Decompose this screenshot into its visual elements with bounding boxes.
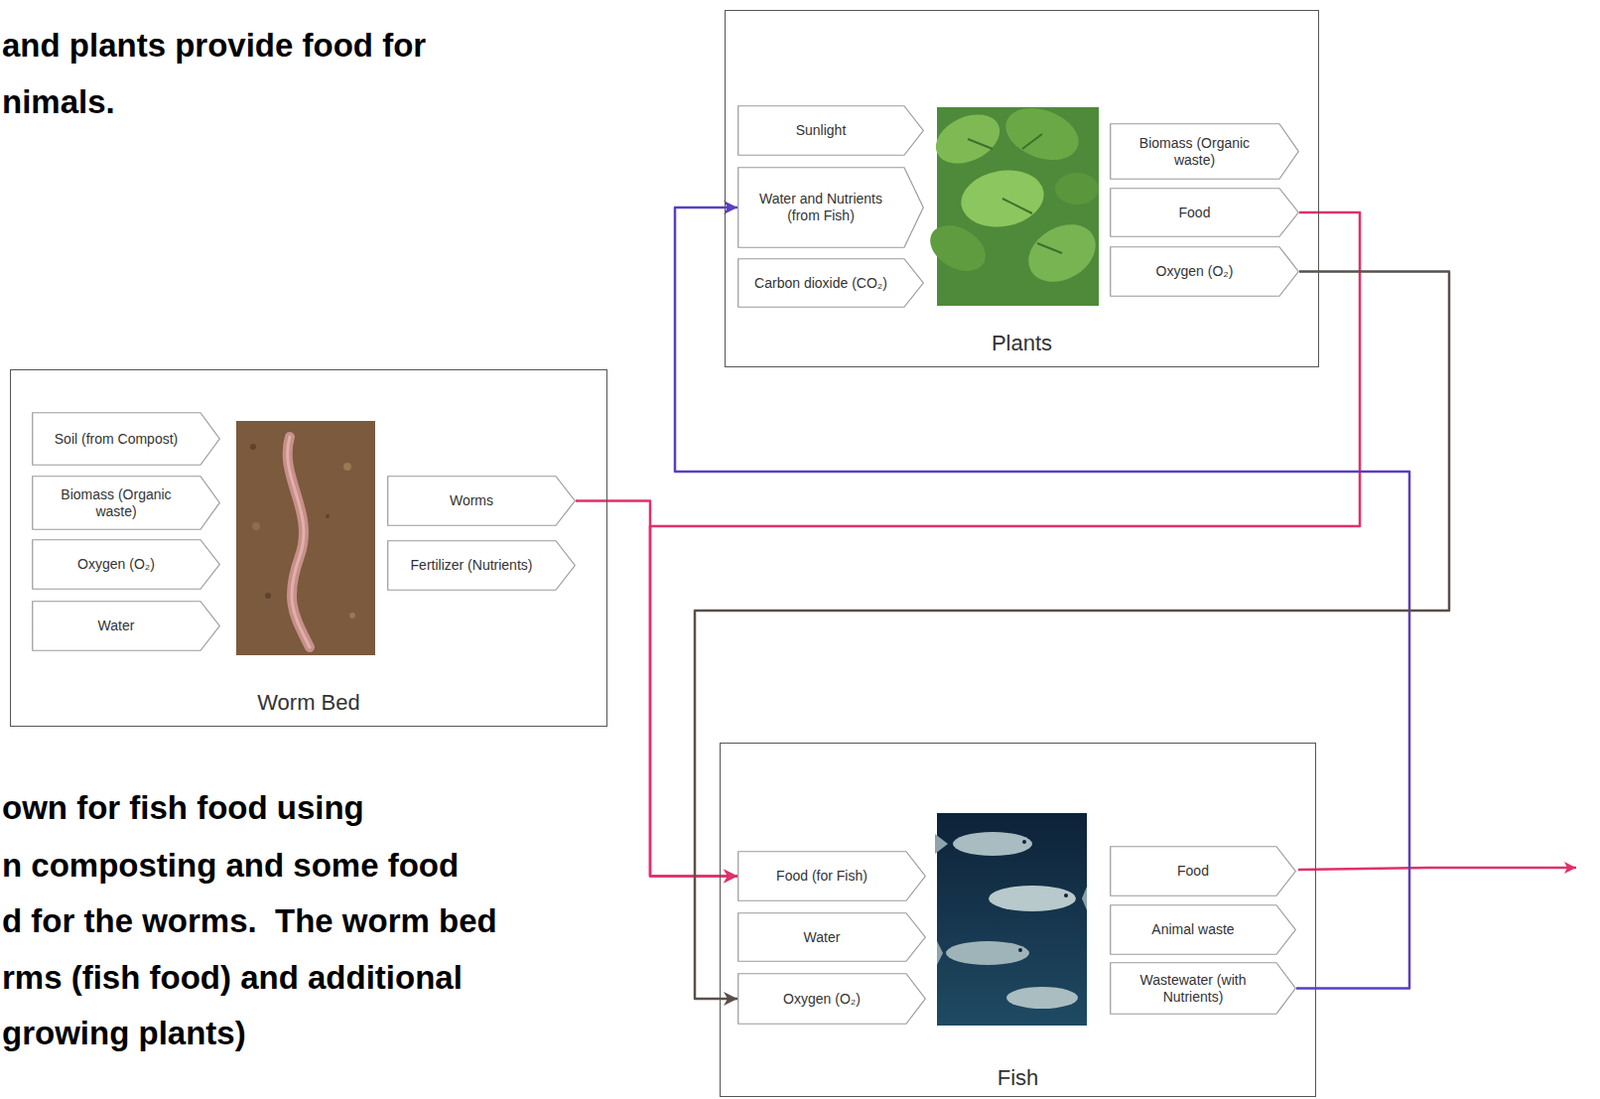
tag-label: Water [745,929,899,946]
flow-connector [674,207,1410,989]
input-output-tag: Oxygen (O₂) [737,972,927,1025]
input-output-tag: Sunlight [737,105,925,156]
tag-label: Water and Nutrients (from Fish) [745,190,897,224]
fish-photo [934,812,1087,1026]
tag-label: Oxygen (O₂) [745,990,899,1008]
tag-label: Food [1117,862,1269,880]
input-output-tag: Animal waste [1109,904,1297,955]
tag-label: Food (for Fish) [745,867,899,885]
note-text: growing plants) [1,1013,247,1054]
tag-outline [738,259,925,308]
tag-outline [32,476,221,531]
input-output-tag: Water [31,600,221,652]
flow-connector [650,212,1360,877]
input-output-tag: Water [737,912,927,962]
input-output-tag: Oxygen (O₂) [31,538,221,590]
input-output-tag: Water and Nutrients (from Fish) [737,166,925,249]
input-output-tag: Worms [387,475,576,527]
tag-label: Carbon dioxide (CO₂) [745,274,897,292]
tag-outline [1110,188,1300,238]
tag-outline [738,106,925,156]
tag-outline [1110,247,1300,297]
output-arrow [1298,867,1577,870]
tag-label: Worms [395,492,548,510]
tag-label: Animal waste [1117,921,1269,938]
tag-outline [32,412,221,466]
input-output-tag: Oxygen (O₂) [1109,246,1300,297]
input-output-tag: Biomass (Organic waste) [31,475,221,531]
tag-outline [1110,962,1297,1015]
tag-outline [738,851,927,902]
flow-connector [575,501,738,877]
input-output-tag: Wastewater (with Nutrients) [1109,961,1297,1015]
tag-label: Fertilizer (Nutrients) [395,556,548,574]
input-output-tag: Food [1109,845,1297,897]
tag-outline [32,601,221,652]
input-output-tag: Soil (from Compost) [31,411,221,466]
tag-outline [1110,846,1297,897]
box-title: Fish [720,1065,1316,1091]
tag-label: Oxygen (O₂) [39,555,193,573]
note-text: own for fish food using [1,788,365,828]
tag-outline [388,540,576,591]
box-title: Worm Bed [10,689,607,716]
group-box: Plants SunlightWater and Nutrients (from … [724,9,1320,368]
box-title: Plants [725,330,1319,357]
tag-outline [1110,124,1300,180]
tag-outline [1110,905,1297,955]
group-box: Worm Bed Soil (from Compost) Biomass (Orga… [9,369,608,727]
flow-connector [694,271,1450,1000]
note-text: rms (fish food) and additional [1,957,463,998]
tag-outline [32,539,221,590]
note-text: nimals. [1,82,116,123]
tag-outline [738,913,927,962]
tag-label: Biomass (Organic waste) [1117,134,1272,168]
group-box: Fish Food (for Fish) WaterOxygen (O₂) FoodA… [719,742,1317,1097]
note-text: n composting and some food [1,845,459,886]
input-output-tag: Fertilizer (Nutrients) [387,539,576,591]
worm-photo [236,420,376,656]
tag-outline [738,973,927,1025]
input-output-tag: Food (for Fish) [737,850,927,902]
tag-outline [388,476,576,527]
tag-label: Biomass (Organic waste) [39,486,193,520]
input-output-tag: Biomass (Organic waste) [1109,123,1300,180]
note-text: and plants provide food for [1,25,426,66]
tag-outline [738,167,925,249]
tag-label: Soil (from Compost) [39,430,193,448]
input-output-tag: Food [1109,187,1300,238]
tag-label: Wastewater (with Nutrients) [1117,971,1269,1005]
tag-label: Sunlight [745,122,897,139]
tag-label: Water [39,617,193,635]
input-output-tag: Carbon dioxide (CO₂) [737,258,925,308]
tag-label: Food [1117,204,1272,222]
tag-label: Oxygen (O₂) [1117,263,1272,280]
plant-photo [922,98,1106,306]
note-text: d for the worms. The worm bed [1,901,498,941]
